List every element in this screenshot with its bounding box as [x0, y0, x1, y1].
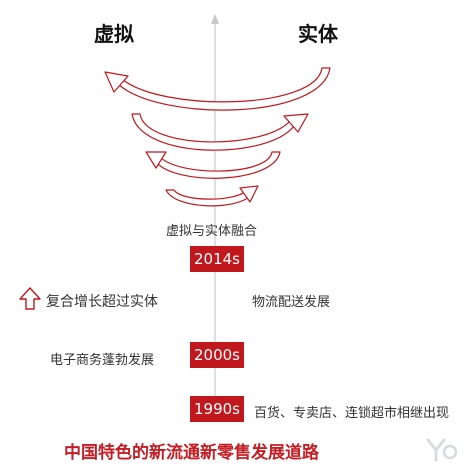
retail-label: 百货、专卖店、连锁超市相继出现 [254, 406, 450, 421]
spiral-arc-3 [145, 151, 281, 179]
heading-virtual: 虚拟 [94, 22, 134, 46]
spiral-arc-4 [165, 185, 259, 207]
year-badge-2000: 2000s [190, 342, 244, 368]
ecommerce-label: 电子商务蓬勃发展 [50, 353, 155, 368]
top-label: 虚拟与实体融合 [166, 224, 258, 239]
year-badge-1990: 1990s [190, 396, 244, 422]
diagram-caption: 中国特色的新流通新零售发展道路 [64, 443, 319, 463]
spiral-arc-2 [131, 113, 309, 151]
logistics-label: 物流配送发展 [252, 295, 331, 310]
logo-watermark-icon [426, 438, 458, 462]
spiral-arc-1 [104, 67, 331, 111]
heading-physical: 实体 [298, 22, 338, 46]
growth-label: 复合增长超过实体 [46, 294, 158, 310]
axis-arrowhead [211, 14, 219, 24]
up-arrow-icon [19, 287, 41, 310]
year-badge-2014: 2014s [190, 246, 244, 272]
